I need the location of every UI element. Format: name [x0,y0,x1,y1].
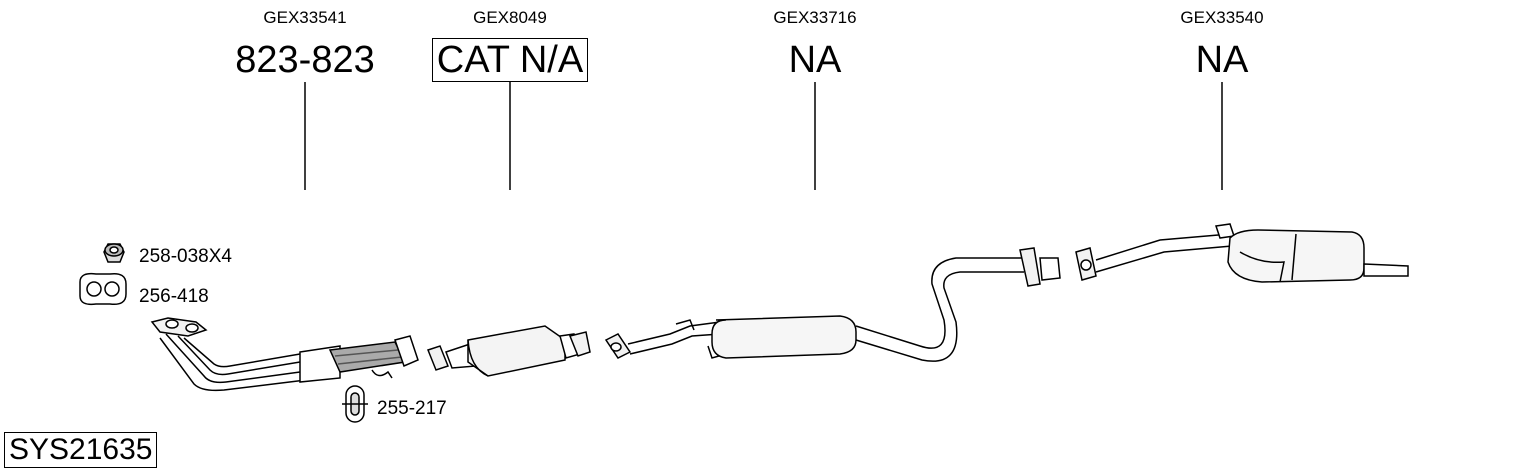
column-code-1: GEX33541 [263,8,347,27]
column-part-4: NA [1195,39,1249,81]
column-part-2-box: CAT N/A [410,38,610,82]
column-part-2: CAT N/A [431,38,589,82]
mount-label: 255-217 [377,398,447,419]
nut-label: 258-038X4 [139,246,232,267]
column-part-1: 823-823 [235,39,375,81]
system-id-badge: SYS21635 [4,432,158,468]
column-code-2: GEX8049 [473,8,547,27]
front-pipe [150,317,419,392]
nut-icon [103,243,125,263]
centre-section [604,247,1061,362]
rubber-mount-icon [342,385,368,423]
column-part-3: NA [788,39,842,81]
gasket-icon [79,272,127,306]
catalytic-converter [427,325,591,377]
gasket-label: 256-418 [139,286,209,307]
rear-silencer [1075,223,1409,283]
column-code-3: GEX33716 [773,8,857,27]
column-code-4: GEX33540 [1180,8,1264,27]
